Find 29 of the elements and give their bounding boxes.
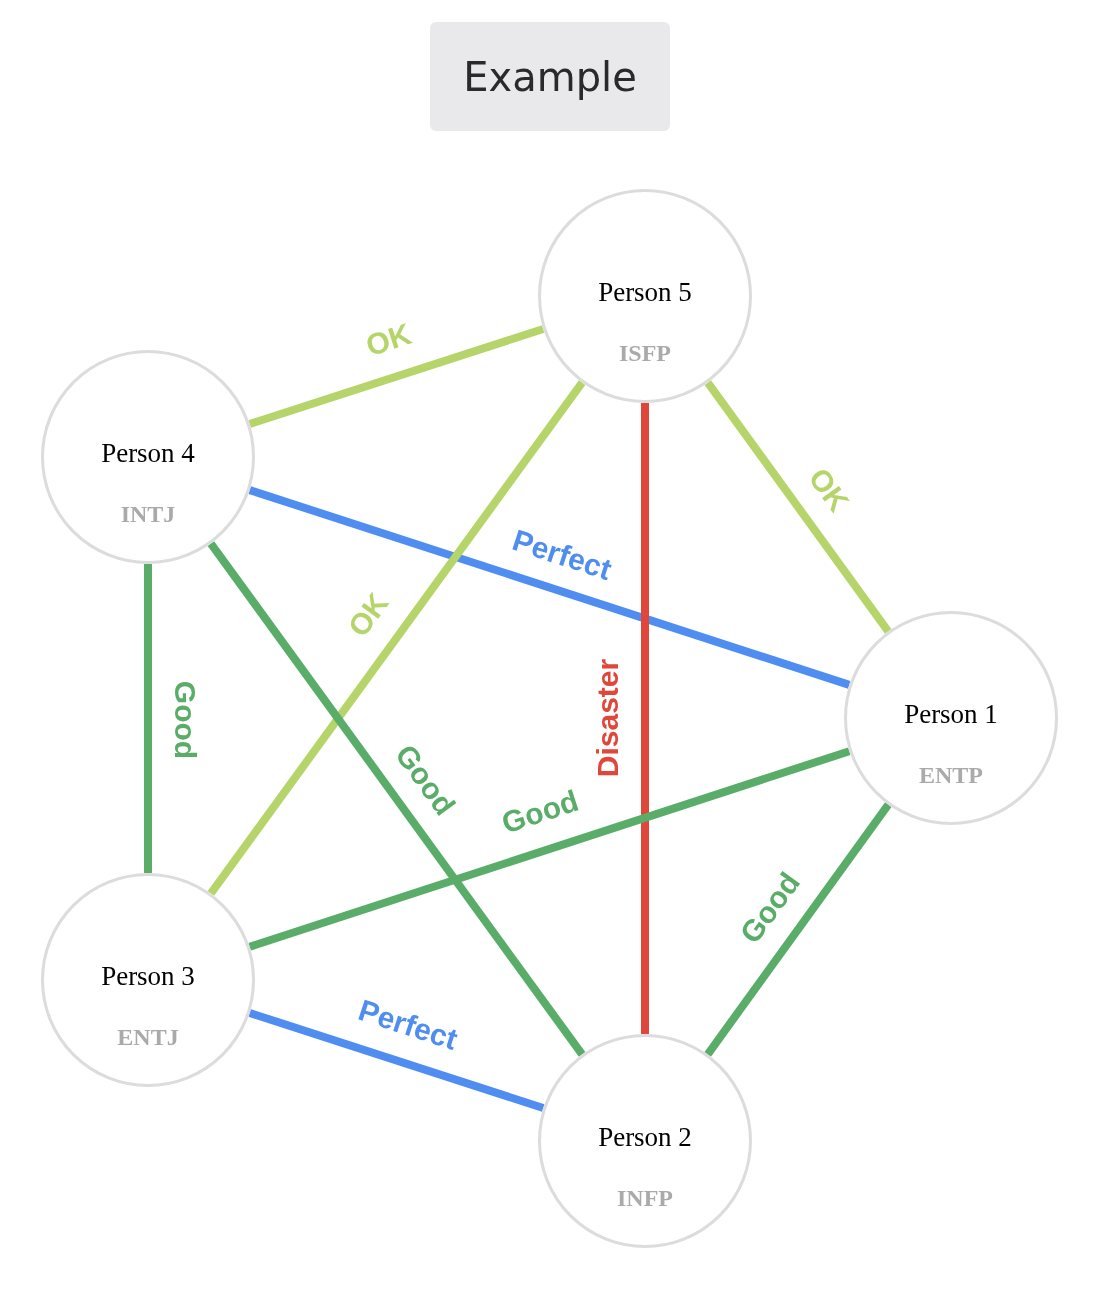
connector-line — [144, 564, 152, 873]
title: Example — [430, 22, 670, 131]
connector-line — [704, 802, 892, 1057]
edge-label: Disaster — [591, 658, 626, 778]
connector-line — [248, 486, 851, 689]
connector-line — [207, 380, 586, 896]
person-name: Person 4 — [101, 438, 195, 469]
connector-line — [704, 380, 892, 634]
personality-type: INFP — [617, 1185, 673, 1212]
edge-label: Good — [168, 680, 203, 760]
person-name: Person 2 — [598, 1122, 692, 1153]
person-name: Person 5 — [598, 277, 692, 308]
connector-line — [248, 747, 851, 951]
edge-label: Good — [497, 783, 583, 841]
personality-type: INTJ — [120, 501, 176, 528]
connector-line — [248, 325, 545, 428]
edge-label: Perfect — [508, 523, 616, 587]
person-name: Person 3 — [101, 961, 195, 992]
connector-line — [641, 403, 649, 1034]
edge-label: Perfect — [354, 993, 462, 1057]
personality-type: ENTP — [919, 762, 983, 789]
personality-type: ENTJ — [117, 1024, 179, 1051]
edge-label: OK — [361, 316, 415, 364]
connector-line — [248, 1009, 545, 1112]
connector-line — [207, 541, 586, 1057]
person-name: Person 1 — [904, 699, 998, 730]
personality-type: ISFP — [619, 340, 671, 367]
edge-label: OK — [341, 586, 395, 644]
edge-label: OK — [801, 461, 855, 519]
